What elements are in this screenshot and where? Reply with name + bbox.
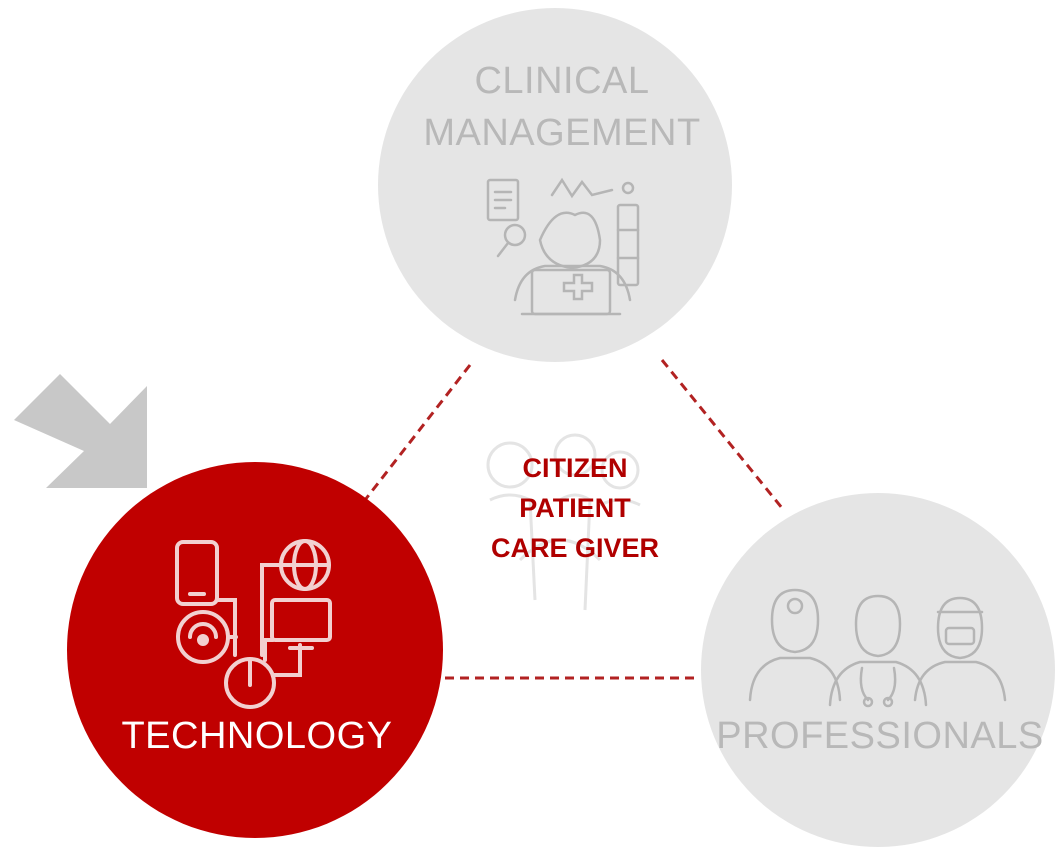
technology-label: TECHNOLOGY [121,715,393,757]
medical-staff-icon [748,588,1007,708]
professionals-circle [701,493,1055,847]
clinical-circle [378,8,732,362]
center-label-care-giver: CARE GIVER [490,533,660,563]
professionals-label: PROFESSIONALS [716,715,1044,757]
center-label-patient: PATIENT [519,493,631,523]
clinical-label-line-2: MANAGEMENT [423,112,701,154]
connector-clinical-technology [363,364,472,501]
clinical-management-label: CLINICAL MANAGEMENT [392,55,732,159]
node-professionals[interactable] [701,493,1055,847]
connectors [363,359,784,680]
connector-clinical-professionals [660,359,784,509]
people-watermark-icon [486,433,641,611]
node-clinical-management[interactable] [378,8,732,362]
connected-devices-icon [175,539,332,709]
center-label-citizen: CITIZEN [522,453,628,483]
technology-circle [67,462,443,838]
center-label: CITIZEN PATIENT CARE GIVER [455,448,695,568]
doctor-laptop-icon [486,177,640,316]
node-technology[interactable] [67,462,443,838]
arrow-down-right-icon [14,374,147,488]
clinical-label-line-1: CLINICAL [474,60,650,102]
